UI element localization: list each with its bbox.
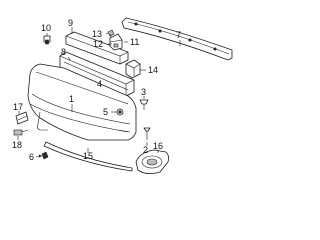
lamp-bolt — [143, 127, 151, 140]
mount-bracket — [109, 33, 123, 51]
side-bracket — [125, 59, 141, 79]
callout-7: 7 — [176, 30, 181, 40]
lower-trim-strip — [43, 141, 133, 172]
upper-reinforcement-strip — [121, 17, 233, 61]
impact-absorber — [65, 31, 129, 65]
fog-lamp — [135, 149, 170, 174]
bolt — [116, 108, 124, 116]
bumper-cover — [27, 63, 137, 141]
callout-1: 1 — [69, 94, 74, 104]
callout-4: 4 — [97, 79, 102, 89]
reinforcement-beam — [59, 51, 135, 97]
callout-14: 14 — [148, 65, 158, 75]
callout-16: 16 — [153, 141, 163, 151]
callout-6: 6 — [29, 152, 34, 162]
callout-10: 10 — [41, 23, 51, 33]
callout-17: 17 — [13, 102, 23, 112]
lower-bolt — [41, 151, 49, 160]
bumper-parts-diagram: 1 2 3 4 5 6 7 8 9 10 11 12 13 14 15 16 1… — [12, 17, 233, 174]
callout-3: 3 — [141, 87, 146, 97]
bracket-clip — [107, 29, 115, 38]
callout-5: 5 — [103, 107, 108, 117]
callout-2: 2 — [143, 145, 148, 155]
callout-8: 8 — [61, 47, 66, 57]
callout-9: 9 — [68, 18, 73, 28]
lamp-socket — [13, 129, 29, 136]
side-marker-lamp — [15, 111, 29, 125]
callout-18: 18 — [12, 140, 22, 150]
callout-11: 11 — [130, 37, 139, 47]
callout-15: 15 — [83, 151, 93, 161]
screw — [139, 99, 149, 110]
callout-12: 12 — [93, 39, 103, 49]
fastener-nut — [43, 35, 51, 45]
callout-13: 13 — [92, 29, 102, 39]
